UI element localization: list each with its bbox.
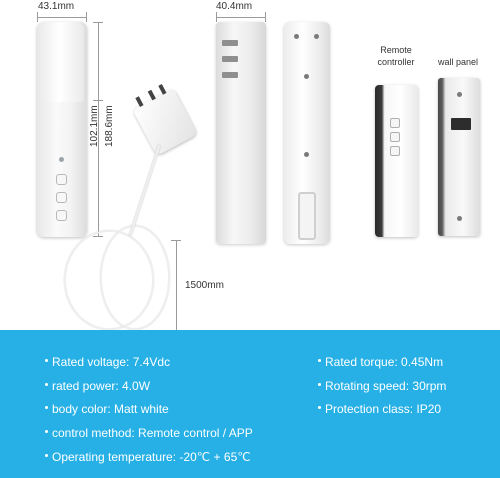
cable-coil (100, 225, 170, 330)
wall-panel-hole (457, 92, 462, 97)
motor-down-button (56, 210, 67, 221)
cable-dimension-tick (171, 240, 181, 241)
bullet-icon (318, 406, 321, 410)
remote-controller-label-text: Remote controller (377, 45, 415, 67)
depth-dimension-line (216, 17, 266, 18)
side-slot (222, 56, 238, 62)
remote-controller-label: Remote controller (368, 44, 424, 68)
bullet-icon (45, 359, 48, 363)
spec-control-method: control method: Remote control / APP (45, 426, 253, 441)
depth-dimension-tick-right (265, 12, 266, 22)
bullet-icon (45, 383, 48, 387)
bullet-icon (318, 383, 321, 387)
spec-protection-class: Protection class: IP20 (318, 402, 441, 417)
spec-rated-power: rated power: 4.0W (45, 379, 150, 394)
width-dimension-tick-left (37, 12, 38, 22)
spec-text: body color: Matt white (52, 402, 169, 416)
motor-back-view (284, 22, 330, 244)
bullet-icon (45, 406, 48, 410)
height-short-label: 102.1mm (89, 105, 100, 147)
spec-body-color: body color: Matt white (45, 402, 169, 417)
motor-led-indicator (59, 157, 64, 162)
spec-text: Protection class: IP20 (325, 402, 442, 416)
spec-text: Operating temperature: -20℃ + 65℃ (52, 450, 251, 464)
plug-prong (147, 89, 156, 101)
spec-text: Rated voltage: 7.4Vdc (52, 355, 171, 369)
side-slot (222, 40, 238, 46)
specifications-band: Rated voltage: 7.4Vdc rated power: 4.0W … (0, 330, 500, 478)
motor-width-label: 43.1mm (38, 1, 75, 12)
bullet-icon (45, 454, 48, 458)
mount-hole (294, 34, 299, 39)
side-depth-label: 40.4mm (216, 1, 253, 12)
height-dimension-tick-mid (93, 100, 103, 101)
motor-up-button (56, 174, 67, 185)
height-dimension-line (98, 22, 99, 237)
side-slot (222, 72, 238, 78)
spec-text: rated power: 4.0W (52, 379, 151, 393)
bullet-icon (45, 430, 48, 434)
spec-rotating-speed: Rotating speed: 30rpm (318, 379, 446, 394)
motor-head (40, 22, 84, 102)
spec-text: Rotating speed: 30rpm (325, 379, 447, 393)
cable-dimension-line (176, 240, 177, 330)
wall-panel-label: wall panel (437, 57, 479, 67)
mount-hole (304, 74, 309, 79)
cable-to-adapter (128, 144, 161, 236)
bullet-icon (318, 359, 321, 363)
remote-controller (375, 85, 418, 237)
wall-panel (438, 78, 480, 236)
product-image-area: 43.1mm 40.4mm 102.1mm 188.6mm 1500mm (37, 1, 480, 330)
back-clip (298, 192, 316, 240)
motor-front-view (37, 22, 87, 237)
spec-text: Rated torque: 0.45Nm (325, 355, 444, 369)
depth-dimension-tick-left (216, 12, 217, 22)
spec-text: control method: Remote control / APP (52, 426, 253, 440)
spec-rated-voltage: Rated voltage: 7.4Vdc (45, 355, 170, 370)
plug-prong (158, 84, 167, 95)
mount-hole (314, 34, 319, 39)
remote-up-button (390, 118, 400, 128)
motor-stop-button (56, 192, 67, 203)
plug-prong (135, 96, 144, 107)
motor-side-view (216, 22, 266, 244)
width-dimension-tick-right (86, 12, 87, 22)
height-long-label: 188.6mm (104, 105, 115, 147)
cable-length-label: 1500mm (185, 280, 224, 291)
spec-rated-torque: Rated torque: 0.45Nm (318, 355, 443, 370)
wall-panel-hole (457, 216, 462, 221)
remote-down-button (390, 146, 400, 156)
mount-hole (304, 152, 309, 157)
height-dimension-tick-top (93, 22, 103, 23)
spec-operating-temperature: Operating temperature: -20℃ + 65℃ (45, 450, 251, 465)
width-dimension-line (37, 17, 87, 18)
power-adapter (132, 84, 198, 156)
remote-stop-button (390, 132, 400, 142)
wall-panel-slot (451, 118, 471, 130)
